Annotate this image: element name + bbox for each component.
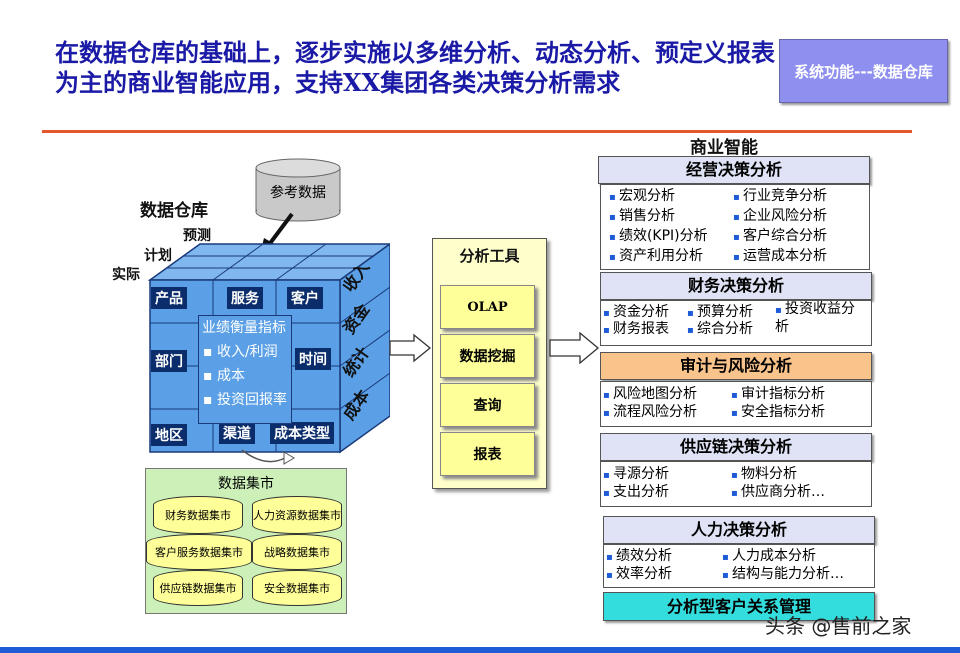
section-badge: 系统功能---数据仓库 (779, 39, 948, 103)
bi-item: 绩效分析 (606, 547, 672, 567)
cat-hr-head: 人力决策分析 (603, 516, 875, 544)
bi-item: 资产利用分析 (609, 247, 703, 267)
reference-data-cylinder: 参考数据 (255, 158, 341, 222)
tools-title: 分析工具 (459, 247, 520, 265)
dim-service: 服务 (227, 287, 263, 309)
metric-label: 收入/利润 (216, 344, 278, 360)
bi-item: 企业风险分析 (733, 207, 827, 227)
metric-item: ▪ 成本 (203, 368, 245, 384)
tool-data-mining: 数据挖掘 (440, 334, 535, 378)
cat-hr-box: 绩效分析 人力成本分析 效率分析 结构与能力分析… (603, 544, 875, 588)
dim-cost-type: 成本类型 (270, 422, 334, 444)
datamart-customer-service: 客户服务数据集市 (146, 534, 252, 570)
metrics-title: 业绩衡量指标 (202, 320, 286, 336)
axis-plan: 计划 (144, 248, 172, 264)
bi-item: 安全指标分析 (731, 403, 825, 423)
tool-olap: OLAP (440, 285, 535, 329)
watermark: 头条 @售前之家 (765, 614, 912, 638)
divider (42, 130, 912, 133)
bi-item: 支出分析 (603, 483, 669, 503)
dim-customer: 客户 (287, 287, 323, 309)
datamart-title: 数据集市 (218, 476, 274, 492)
tool-query: 查询 (440, 383, 535, 427)
bi-item: 投资收益分析 (775, 301, 859, 335)
cat-finance-head: 财务决策分析 (600, 272, 872, 300)
datamart-arrow (241, 449, 295, 465)
bi-item: 结构与能力分析… (722, 565, 844, 585)
bi-item: 审计指标分析 (731, 385, 825, 405)
bi-item: 效率分析 (606, 565, 672, 585)
cat-audit-box: 风险地图分析 审计指标分析 流程风险分析 安全指标分析 (600, 381, 872, 427)
tool-report: 报表 (440, 432, 535, 476)
dim-time: 时间 (295, 348, 331, 370)
warehouse-title: 数据仓库 (140, 201, 208, 221)
bi-item: 物料分析 (731, 465, 797, 485)
metric-label: 成本 (216, 368, 245, 384)
dim-channel: 渠道 (219, 422, 255, 444)
cat-business-head: 经营决策分析 (598, 156, 870, 184)
datamart-strategy: 战略数据集市 (252, 534, 342, 570)
bi-item: 财务报表 (603, 320, 669, 340)
cat-supply-head: 供应链决策分析 (600, 433, 872, 461)
axis-forecast: 预测 (183, 228, 211, 244)
bi-item: 运营成本分析 (733, 247, 827, 267)
bi-item: 客户综合分析 (733, 227, 827, 247)
dim-region: 地区 (151, 424, 187, 446)
bi-item: 人力成本分析 (722, 547, 816, 567)
metric-item: ▪ 收入/利润 (203, 344, 278, 360)
cat-audit-head: 审计与风险分析 (600, 352, 872, 380)
cat-finance-box: 资金分析 预算分析 投资收益分析 财务报表 综合分析 (600, 300, 872, 346)
reference-data-label: 参考数据 (270, 185, 326, 201)
dim-department: 部门 (151, 350, 187, 372)
cat-business-box: 宏观分析 行业竞争分析 销售分析 企业风险分析 绩效(KPI)分析 客户综合分析… (600, 184, 870, 270)
datamart-hr: 人力资源数据集市 (252, 496, 342, 534)
bi-item: 销售分析 (609, 207, 675, 227)
metric-label: 投资回报率 (216, 392, 287, 408)
page-title: 在数据仓库的基础上，逐步实施以多维分析、动态分析、预定义报表为主的商业智能应用，… (55, 38, 775, 97)
arrow-to-bi (549, 331, 600, 365)
bi-item: 行业竞争分析 (733, 187, 827, 207)
bi-item: 综合分析 (687, 320, 753, 340)
bi-title: 商业智能 (690, 138, 758, 158)
datamart-finance: 财务数据集市 (153, 496, 243, 534)
metrics-panel: 业绩衡量指标 ▪ 收入/利润 ▪ 成本 ▪ 投资回报率 (198, 315, 292, 424)
bi-item: 宏观分析 (609, 187, 675, 207)
bi-item: 寻源分析 (603, 465, 669, 485)
datamart-supply-chain: 供应链数据集市 (153, 570, 243, 606)
metric-item: ▪ 投资回报率 (203, 392, 287, 408)
datamart-security: 安全数据集市 (252, 570, 342, 606)
cat-crm-head: 分析型客户关系管理 (603, 592, 875, 621)
axis-actual: 实际 (112, 267, 140, 283)
bi-item: 资金分析 (603, 303, 669, 323)
arrow-to-tools (389, 333, 432, 363)
bi-item: 流程风险分析 (603, 403, 697, 423)
cat-supply-box: 寻源分析 物料分析 支出分析 供应商分析… (600, 461, 872, 507)
footer-line (0, 647, 960, 653)
bi-item: 风险地图分析 (603, 385, 697, 405)
bi-item: 绩效(KPI)分析 (609, 227, 708, 247)
bi-item: 供应商分析… (731, 483, 825, 503)
dim-product: 产品 (151, 287, 187, 309)
bi-item: 预算分析 (687, 303, 753, 323)
